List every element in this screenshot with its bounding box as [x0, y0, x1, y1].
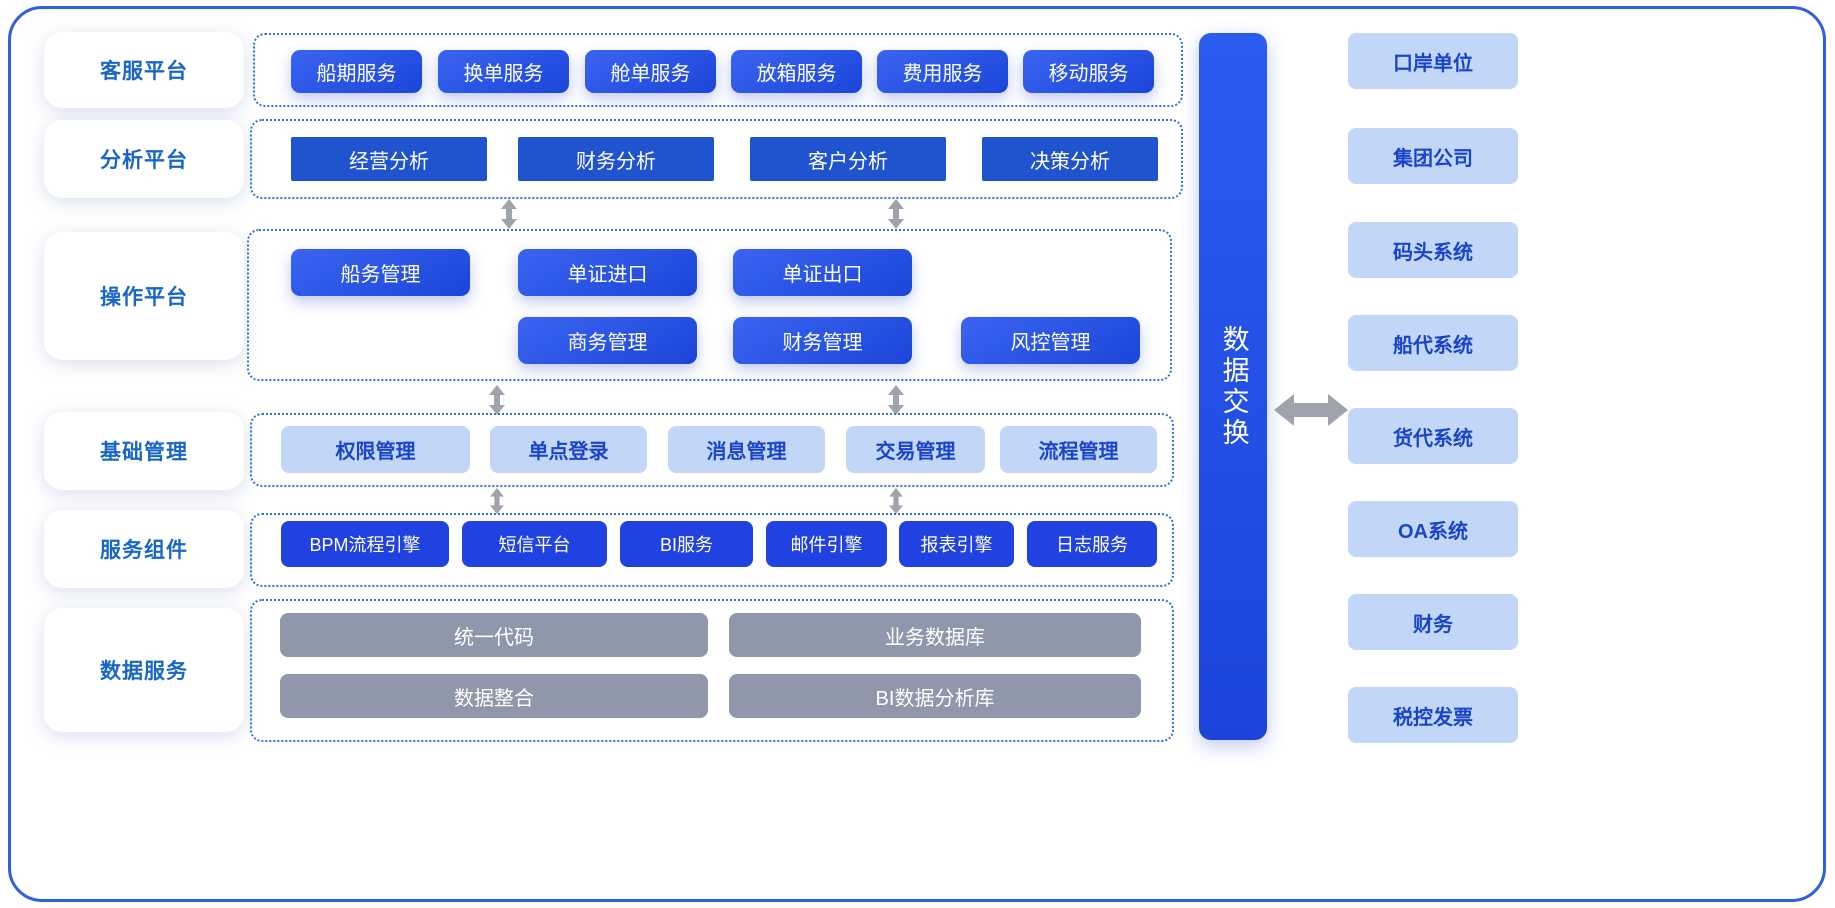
- button-finance-management[interactable]: 财务管理: [733, 317, 912, 364]
- data-exchange-label: 数据交换: [1218, 324, 1249, 449]
- box-unified-code[interactable]: 统一代码: [280, 613, 708, 657]
- panel-analysis-platform: [250, 119, 1183, 199]
- connector-arrow-analysis-operation-right: [883, 199, 909, 229]
- external-system-shipping-agent[interactable]: 船代系统: [1348, 315, 1518, 371]
- button-document-import[interactable]: 单证进口: [518, 249, 697, 296]
- layer-label-data-services: 数据服务: [44, 608, 244, 732]
- panel-service-components: [250, 513, 1174, 587]
- panel-basic-management: [250, 413, 1174, 487]
- button-chuanqi-service[interactable]: 船期服务: [291, 50, 422, 93]
- button-business-analysis[interactable]: 经营分析: [291, 137, 487, 181]
- button-transaction-management[interactable]: 交易管理: [846, 426, 985, 473]
- button-customer-analysis[interactable]: 客户分析: [750, 137, 946, 181]
- layer-label-service-components: 服务组件: [44, 510, 244, 588]
- button-yidong-service[interactable]: 移动服务: [1023, 50, 1154, 93]
- panel-data-services: [250, 599, 1174, 742]
- button-report-engine[interactable]: 报表引擎: [899, 521, 1014, 567]
- layer-label-customer-service: 客服平台: [44, 32, 244, 108]
- data-exchange-bar[interactable]: 数据交换: [1199, 33, 1267, 740]
- button-fangxiang-service[interactable]: 放箱服务: [731, 50, 862, 93]
- button-feiyong-service[interactable]: 费用服务: [877, 50, 1008, 93]
- button-shipping-management[interactable]: 船务管理: [291, 249, 470, 296]
- external-system-freight-forwarder[interactable]: 货代系统: [1348, 408, 1518, 464]
- external-system-port-authority[interactable]: 口岸单位: [1348, 33, 1518, 89]
- external-system-terminal[interactable]: 码头系统: [1348, 222, 1518, 278]
- button-bpm-process-engine[interactable]: BPM流程引擎: [281, 521, 449, 567]
- connector-arrow-operation-basic-left: [484, 385, 510, 415]
- button-process-management[interactable]: 流程管理: [1000, 426, 1157, 473]
- button-message-management[interactable]: 消息管理: [668, 426, 825, 473]
- external-system-oa[interactable]: OA系统: [1348, 501, 1518, 557]
- button-sms-platform[interactable]: 短信平台: [462, 521, 607, 567]
- connector-arrow-analysis-operation-left: [496, 199, 522, 229]
- external-system-finance[interactable]: 财务: [1348, 594, 1518, 650]
- button-cangdan-service[interactable]: 舱单服务: [585, 50, 716, 93]
- button-bi-service[interactable]: BI服务: [620, 521, 753, 567]
- connector-arrow-basic-components-left: [484, 488, 510, 514]
- button-finance-analysis[interactable]: 财务分析: [518, 137, 714, 181]
- layer-label-basic-management: 基础管理: [44, 412, 244, 490]
- connector-arrow-exchange-external: [1274, 388, 1348, 437]
- box-data-integration[interactable]: 数据整合: [280, 674, 708, 718]
- panel-operation-platform: [247, 229, 1172, 381]
- button-permission-management[interactable]: 权限管理: [281, 426, 470, 473]
- connector-arrow-operation-basic-right: [883, 385, 909, 415]
- panel-customer-service-platform: [253, 33, 1183, 107]
- button-log-service[interactable]: 日志服务: [1027, 521, 1157, 567]
- box-bi-analytics-database[interactable]: BI数据分析库: [729, 674, 1141, 718]
- box-business-database[interactable]: 业务数据库: [729, 613, 1141, 657]
- button-huandan-service[interactable]: 换单服务: [438, 50, 569, 93]
- layer-label-analysis: 分析平台: [44, 120, 244, 198]
- button-decision-analysis[interactable]: 决策分析: [982, 137, 1158, 181]
- button-commerce-management[interactable]: 商务管理: [518, 317, 697, 364]
- connector-arrow-basic-components-right: [883, 488, 909, 514]
- button-single-sign-on[interactable]: 单点登录: [490, 426, 647, 473]
- button-document-export[interactable]: 单证出口: [733, 249, 912, 296]
- button-risk-management[interactable]: 风控管理: [961, 317, 1140, 364]
- external-system-tax-invoice[interactable]: 税控发票: [1348, 687, 1518, 743]
- button-mail-engine[interactable]: 邮件引擎: [766, 521, 887, 567]
- external-system-group-company[interactable]: 集团公司: [1348, 128, 1518, 184]
- layer-label-operation: 操作平台: [44, 232, 244, 360]
